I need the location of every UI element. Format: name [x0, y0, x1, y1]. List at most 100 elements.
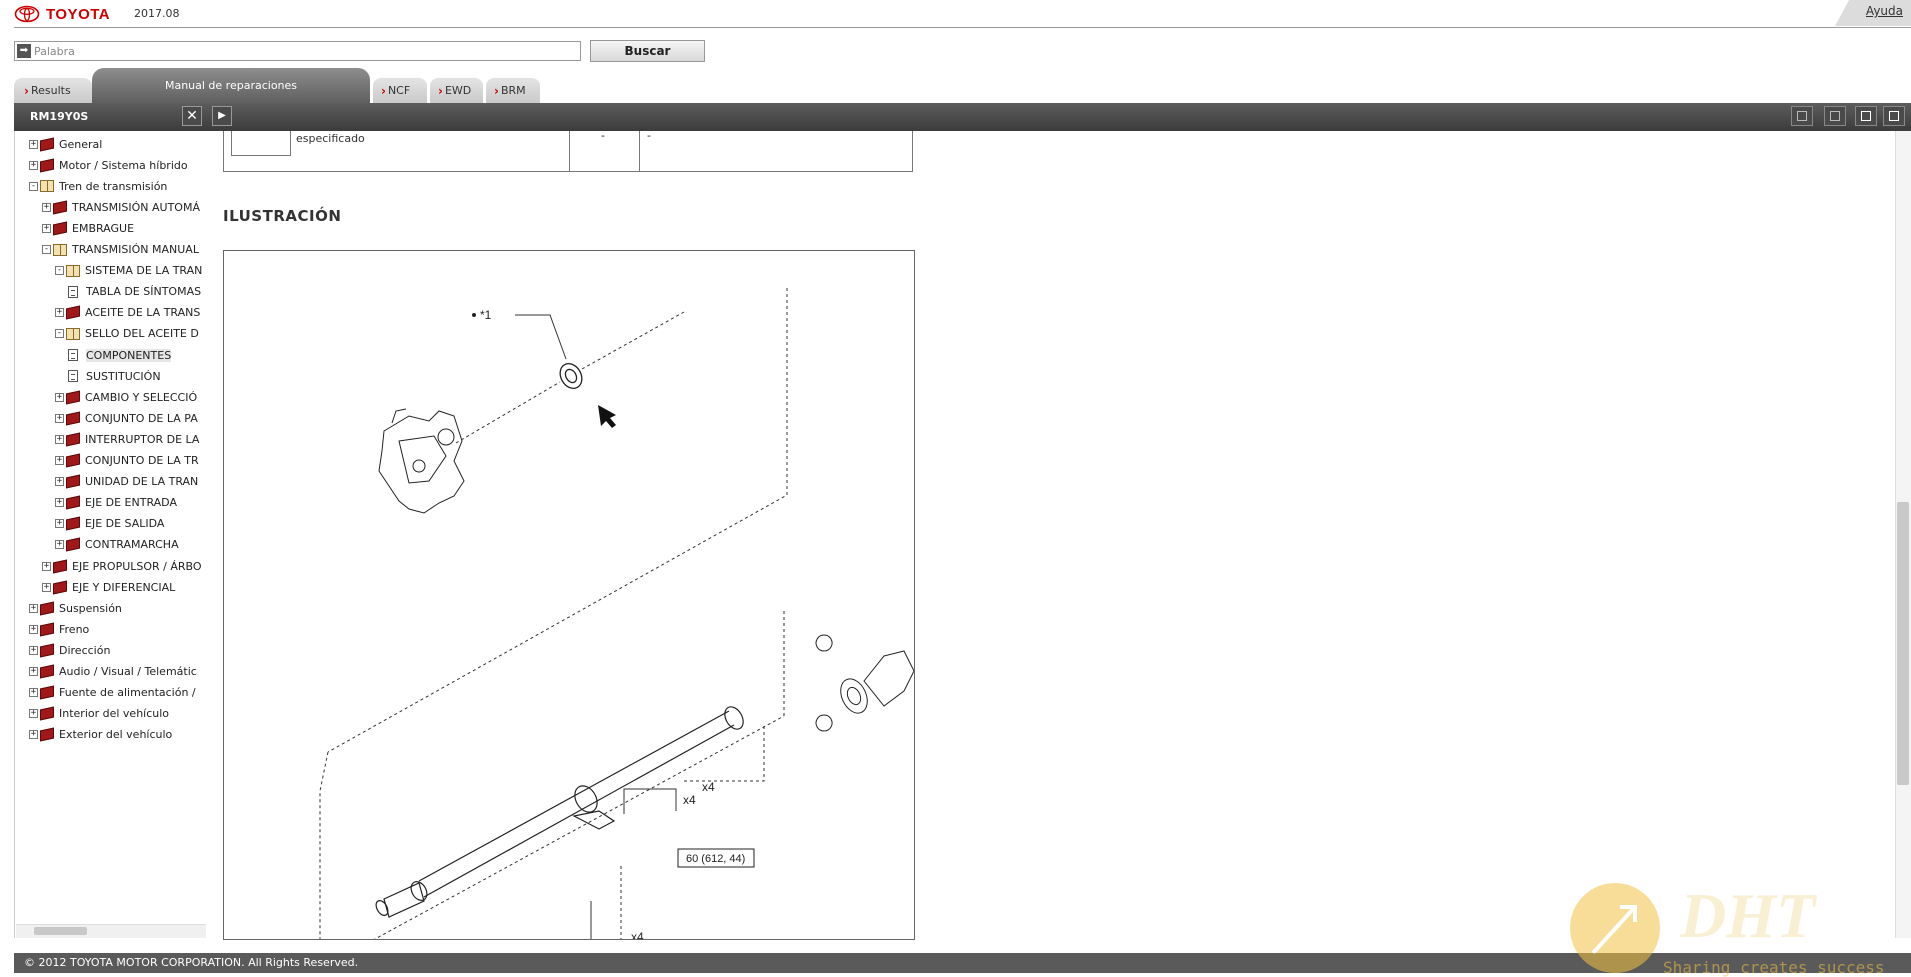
expand-icon[interactable]: +	[55, 412, 64, 423]
book-icon	[66, 516, 80, 531]
tree-item-label: Suspensión	[59, 601, 122, 615]
expand-icon[interactable]: +	[55, 455, 64, 465]
table-cell	[224, 131, 570, 171]
tree-item[interactable]: +Audio / Visual / Telemátic	[29, 663, 197, 681]
illustration-frame: *1 *2 x4 x4 x4 60 (612, 44)	[223, 250, 915, 940]
tree-item[interactable]: +TRANSMISIÓN AUTOMÁ	[42, 198, 200, 216]
tree-item-label: EJE DE ENTRADA	[85, 496, 177, 510]
tree-item-label: TABLA DE SÍNTOMAS	[86, 285, 202, 299]
tree-item[interactable]: COMPONENTES	[66, 346, 172, 364]
expand-icon[interactable]: +	[29, 708, 38, 719]
tree-item[interactable]: TABLA DE SÍNTOMAS	[66, 283, 201, 301]
tree-item-label: CONJUNTO DE LA PA	[85, 411, 198, 425]
tree-item[interactable]: -Tren de transmisión	[29, 177, 167, 195]
page-icon	[68, 370, 78, 383]
tab-ewd-label: EWD	[444, 84, 472, 97]
expand-icon[interactable]: +	[29, 644, 38, 655]
tree-item[interactable]: + CONJUNTO DE LA PA	[55, 409, 198, 427]
expand-icon[interactable]: +	[42, 201, 51, 212]
tree-item[interactable]: +EJE PROPULSOR / ÁRBO	[42, 557, 202, 575]
collapse-icon[interactable]: -	[55, 265, 64, 276]
layout-grid-button[interactable]	[1791, 106, 1813, 126]
tree-item[interactable]: +EMBRAGUE	[42, 219, 134, 237]
collapse-icon[interactable]: -	[55, 328, 64, 339]
tree-item-label: TRANSMISIÓN MANUAL	[72, 243, 199, 256]
dark-toolbar	[14, 103, 1911, 131]
tree-item[interactable]: +EJE Y DIFERENCIAL	[42, 578, 175, 596]
tree-item[interactable]: +Exterior del vehículo	[29, 726, 172, 744]
tree-item[interactable]: +CONTRAMARCHA	[55, 536, 179, 554]
tab-ncf[interactable]: ›NCF	[373, 78, 427, 103]
back-button[interactable]	[1883, 106, 1905, 126]
layout-split-button[interactable]	[1824, 106, 1846, 126]
tree-item[interactable]: +Fuente de alimentación /	[29, 684, 196, 702]
expand-icon[interactable]: +	[29, 729, 38, 740]
print-icon	[1861, 111, 1871, 121]
close-tree-button[interactable]: ✕	[182, 106, 202, 126]
tree-scroll-thumb[interactable]	[34, 927, 87, 935]
illustration-heading: ILUSTRACIÓN	[223, 207, 342, 225]
expand-icon[interactable]: +	[55, 307, 64, 318]
book-icon	[53, 200, 67, 215]
tree-item[interactable]: - TRANSMISIÓN MANUAL	[42, 241, 199, 259]
book-icon	[40, 664, 54, 679]
expand-icon[interactable]: +	[29, 666, 38, 676]
torque-spec: 60 (612, 44)	[686, 853, 745, 865]
search-input[interactable]	[31, 43, 580, 59]
expand-panel-button[interactable]: ▶	[212, 106, 232, 126]
expand-icon[interactable]: +	[55, 476, 64, 487]
tab-results[interactable]: ›Results	[14, 78, 92, 103]
tree-item-label: INTERRUPTOR DE LA	[85, 432, 200, 446]
expand-icon[interactable]: +	[29, 138, 38, 149]
tree-item[interactable]: + Motor / Sistema híbrido	[29, 156, 188, 174]
tree-item[interactable]: +CONJUNTO DE LA TR	[55, 452, 199, 470]
tree-item[interactable]: - SELLO DEL ACEITE D	[55, 325, 199, 343]
expand-icon[interactable]: +	[55, 433, 64, 444]
tab-brm-label: BRM	[500, 84, 526, 97]
tab-ncf-label: NCF	[387, 84, 411, 97]
tab-ewd[interactable]: ›EWD	[430, 78, 483, 103]
print-button[interactable]	[1855, 106, 1877, 126]
tree-item[interactable]: + EJE DE ENTRADA	[55, 494, 177, 512]
toyota-logo: TOYOTA	[14, 4, 110, 24]
tree-item-label: SELLO DEL ACEITE D	[85, 327, 199, 341]
expand-icon[interactable]: +	[55, 497, 64, 508]
tree-item[interactable]: +EJE DE SALIDA	[55, 515, 164, 533]
help-tab-bg	[1835, 0, 1911, 26]
tree-item[interactable]: +Interior del vehículo	[29, 705, 169, 723]
tree-item[interactable]: + INTERRUPTOR DE LA	[55, 430, 199, 448]
expand-icon[interactable]: +	[42, 560, 51, 571]
tree-item[interactable]: -SISTEMA DE LA TRAN	[55, 262, 202, 280]
tree-item-label: SUSTITUCIÓN	[86, 369, 161, 383]
search-button[interactable]: Buscar	[590, 40, 705, 62]
book-icon	[40, 727, 54, 742]
expand-icon[interactable]: +	[42, 581, 51, 592]
differential-flange-drawing	[815, 634, 914, 732]
tree-item[interactable]: +ACEITE DE LA TRANS	[55, 304, 200, 322]
help-link[interactable]: Ayuda	[1865, 4, 1903, 18]
tree-item[interactable]: + Suspensión	[29, 599, 122, 617]
tab-brm[interactable]: ›BRM	[486, 78, 540, 103]
tree-item[interactable]: +Dirección	[29, 641, 110, 659]
collapse-icon[interactable]: -	[29, 180, 38, 191]
tree-item-label: Motor / Sistema híbrido	[59, 158, 188, 172]
tree-item[interactable]: +Freno	[29, 620, 89, 638]
expand-icon[interactable]: +	[55, 518, 64, 529]
expand-icon[interactable]: +	[55, 539, 64, 550]
tree-item[interactable]: +UNIDAD DE LA TRAN	[55, 473, 198, 491]
tree-item[interactable]: +CAMBIO Y SELECCIÓ	[55, 388, 197, 406]
expand-icon[interactable]: +	[29, 623, 38, 634]
book-icon	[66, 474, 80, 489]
expand-icon[interactable]: +	[29, 602, 38, 613]
content-scroll-thumb[interactable]	[1897, 502, 1909, 785]
expand-icon[interactable]: +	[29, 687, 38, 698]
tree-item-label: General	[59, 137, 103, 151]
expand-icon[interactable]: +	[29, 159, 38, 170]
tree-item[interactable]: + General	[29, 135, 102, 153]
expand-icon[interactable]: +	[42, 222, 51, 233]
tab-repair-manual[interactable]: Manual de reparaciones	[92, 68, 370, 103]
manual-code: RM19Y0S	[30, 110, 89, 123]
collapse-icon[interactable]: -	[42, 244, 51, 254]
expand-icon[interactable]: +	[55, 391, 64, 402]
tree-item[interactable]: SUSTITUCIÓN	[66, 367, 161, 385]
